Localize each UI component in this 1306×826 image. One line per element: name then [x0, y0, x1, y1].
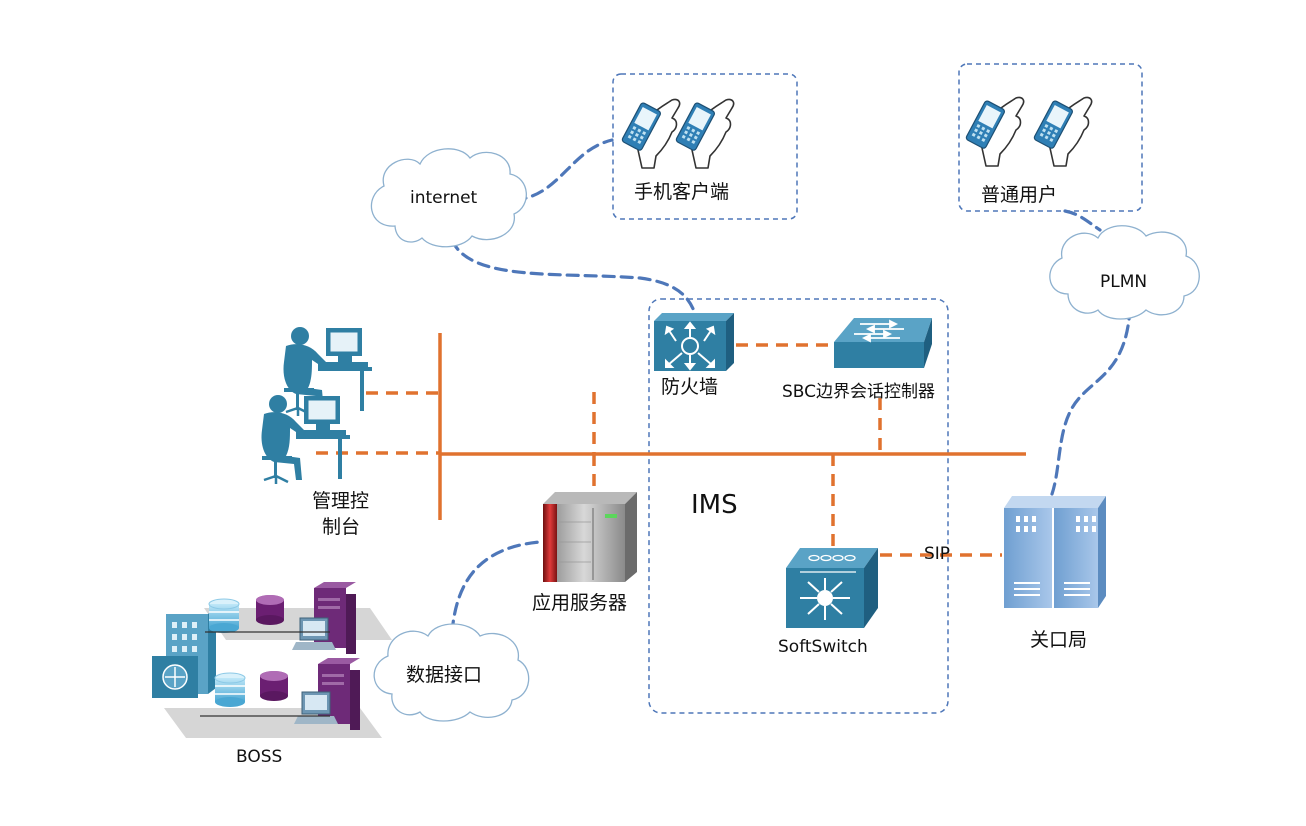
link-internet-firewall — [450, 238, 697, 316]
link-plmn-gateway — [1050, 306, 1132, 496]
link-internet-mobile — [513, 138, 614, 202]
link-dataif-server — [450, 540, 542, 634]
operator-workstation-icon — [260, 393, 352, 486]
softswitch-label: SoftSwitch — [778, 637, 868, 657]
ims-region-box — [648, 298, 949, 714]
handheld-phone-icon — [620, 98, 681, 169]
mobile-client-group-box — [612, 73, 798, 220]
blue-dashed-links — [450, 138, 1132, 634]
cloud-plmn — [1049, 225, 1200, 320]
softswitch-icon — [786, 548, 878, 628]
ordinary-user-label: 普通用户 — [981, 184, 1058, 206]
data-center-icon — [152, 582, 392, 738]
mobile-client-label: 手机客户端 — [634, 181, 730, 203]
handheld-phone-icon — [964, 96, 1025, 167]
handheld-phone-icon — [1032, 96, 1093, 167]
mgmt-console-label-line1: 管理控 — [312, 490, 370, 512]
cloud-internet — [370, 148, 527, 248]
link-ordinaryuser-plmn — [1063, 209, 1102, 232]
server-icon — [543, 492, 637, 582]
boss-label: BOSS — [236, 747, 283, 767]
internet-label: internet — [410, 188, 478, 208]
orange-network-links — [316, 333, 1026, 557]
ordinary-user-group-box — [958, 63, 1143, 212]
data-interface-label: 数据接口 — [406, 664, 483, 686]
app-server-label: 应用服务器 — [532, 592, 628, 614]
switch-icon — [834, 318, 932, 368]
firewall-icon — [654, 313, 734, 371]
mgmt-console-label-line2: 制台 — [322, 516, 361, 538]
gateway-office-label: 关口局 — [1030, 629, 1088, 651]
plmn-label: PLMN — [1100, 272, 1148, 292]
cloud-data-interface — [373, 623, 530, 722]
handheld-phone-icon — [674, 98, 735, 169]
sbc-label: SBC边界会话控制器 — [782, 382, 936, 402]
gateway-rack-icon — [1004, 496, 1106, 608]
sip-label: SIP — [924, 544, 951, 564]
firewall-label: 防火墙 — [661, 376, 719, 398]
ims-label: IMS — [691, 490, 738, 520]
